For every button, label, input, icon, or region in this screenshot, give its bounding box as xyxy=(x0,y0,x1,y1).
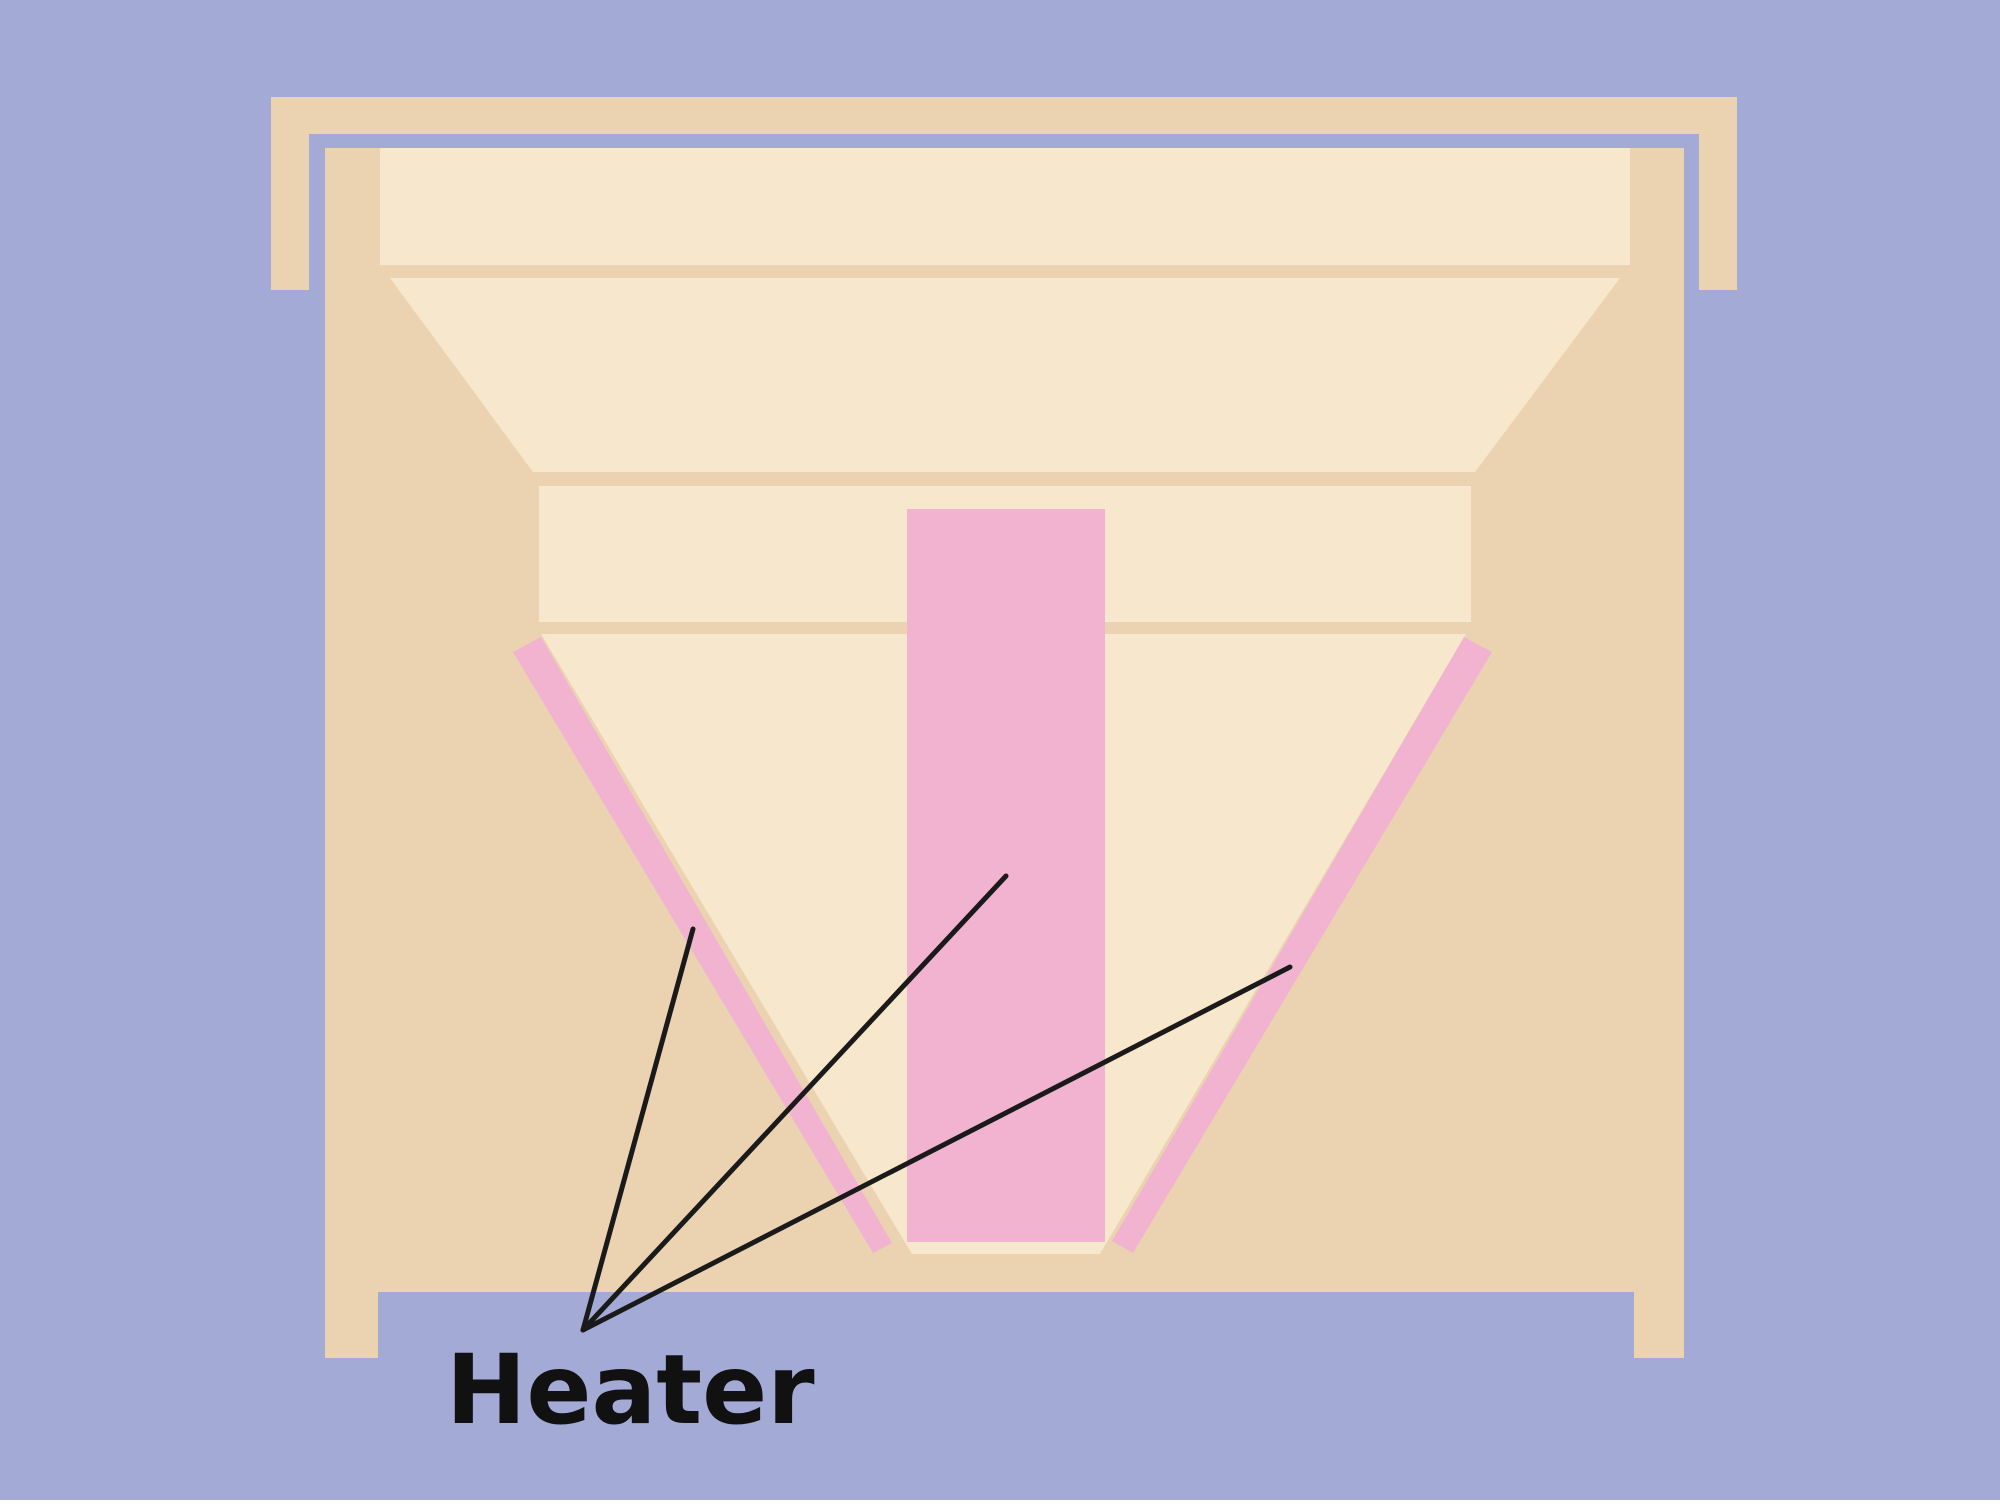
leader-line-right xyxy=(580,964,1293,1333)
heater-right xyxy=(1112,637,1492,1253)
leader-line-center xyxy=(580,873,1009,1333)
outer-lid xyxy=(271,97,1737,290)
heater-label: Heater xyxy=(446,1334,815,1446)
upper-funnel xyxy=(390,278,1620,472)
leader-line-left xyxy=(580,926,696,1333)
bottom-strip xyxy=(0,1500,2000,1504)
top-block xyxy=(380,148,1630,265)
